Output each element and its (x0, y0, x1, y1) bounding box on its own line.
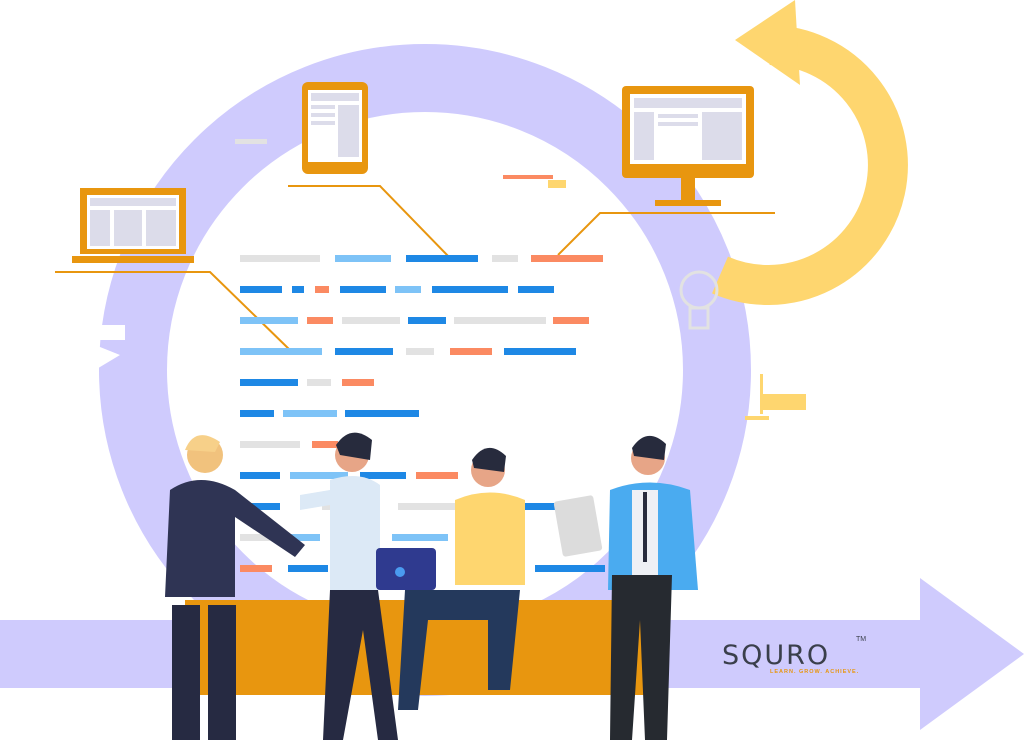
code-dash (307, 379, 331, 386)
code-dash (395, 286, 421, 293)
code-dash (240, 348, 322, 355)
laptop-icon (72, 188, 194, 263)
person-yellow-shirt (376, 447, 525, 710)
code-dash (240, 255, 320, 262)
code-dash (312, 441, 338, 448)
code-dash (280, 534, 320, 541)
code-dash (392, 534, 448, 541)
code-dash (531, 255, 603, 262)
code-dash (292, 286, 304, 293)
code-dash (492, 255, 518, 262)
code-dash (335, 255, 391, 262)
code-dash (432, 286, 508, 293)
cycle-arrow-icon (712, 25, 908, 305)
code-dash (342, 317, 400, 324)
code-dash (288, 565, 328, 572)
code-dash (340, 286, 386, 293)
code-dash (335, 348, 393, 355)
code-dash (240, 317, 298, 324)
logo-tagline: LEARN. GROW. ACHIEVE. (770, 669, 860, 675)
code-dash (240, 503, 280, 510)
person-white-shirt (300, 432, 398, 740)
monitor-icon (622, 86, 754, 206)
code-dash (553, 317, 589, 324)
code-dash (315, 286, 329, 293)
person-suited-back (165, 435, 305, 740)
code-dash (450, 348, 492, 355)
laptop (376, 548, 436, 590)
code-dash (416, 472, 458, 479)
tablet-icon (302, 82, 368, 174)
code-dash (406, 255, 478, 262)
lightbulb-icon (679, 270, 719, 330)
code-dash (240, 286, 282, 293)
code-dash (345, 410, 419, 417)
code-dash (406, 348, 434, 355)
code-dash (240, 441, 300, 448)
code-dash (535, 565, 605, 572)
code-dash (504, 348, 576, 355)
logo-name: SQURO (722, 640, 831, 671)
code-dash (240, 410, 274, 417)
code-dash (290, 472, 348, 479)
code-dash (342, 379, 374, 386)
code-dash (518, 286, 554, 293)
code-dash (360, 472, 406, 479)
code-dash (408, 317, 446, 324)
code-dash (240, 472, 280, 479)
code-dash (240, 379, 298, 386)
code-dash (525, 503, 565, 510)
connector-lines (55, 185, 775, 353)
code-dash (398, 503, 458, 510)
person-blue-jacket (553, 435, 698, 740)
code-dash (240, 534, 270, 541)
clipboard (553, 495, 603, 557)
code-dash (307, 317, 333, 324)
logo-trademark: TM (856, 636, 867, 643)
code-dash (240, 565, 272, 572)
code-dash (283, 410, 337, 417)
squro-logo: SQURO TM LEARN. GROW. ACHIEVE. (722, 636, 866, 675)
code-lines (240, 255, 605, 572)
code-dash (454, 317, 546, 324)
